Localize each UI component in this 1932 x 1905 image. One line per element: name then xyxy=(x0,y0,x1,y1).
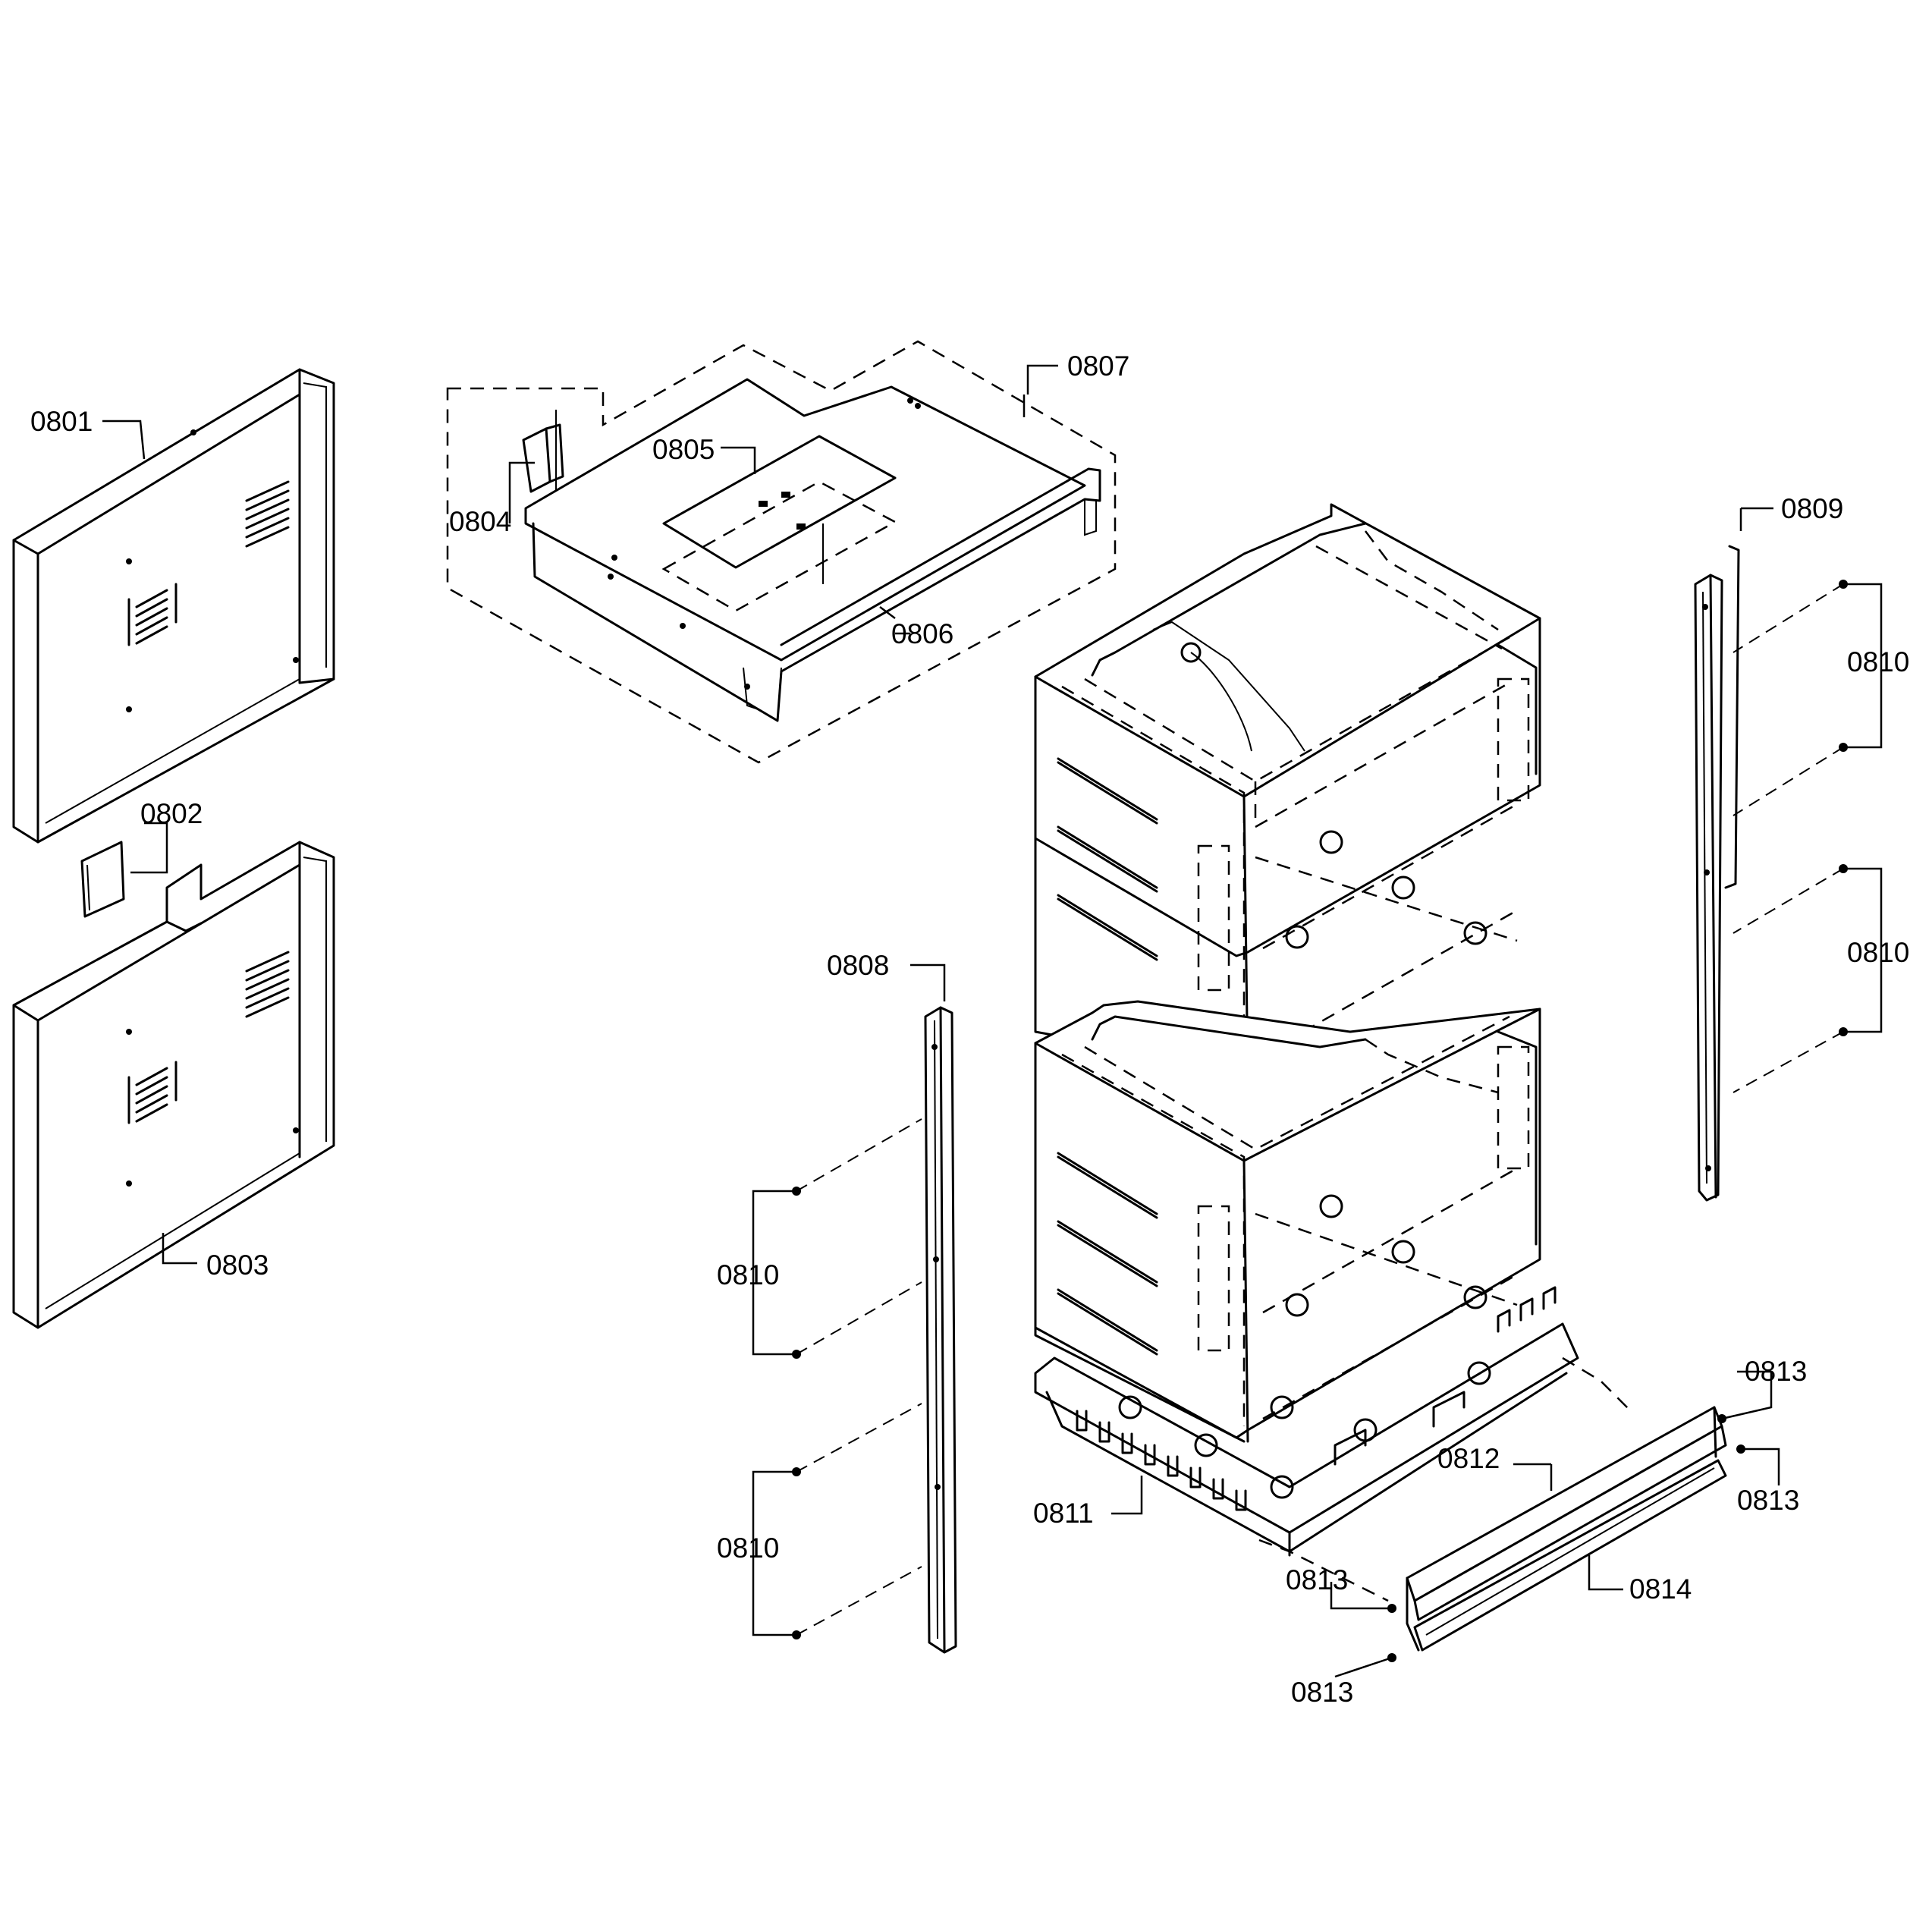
label-0814: 0814 xyxy=(1629,1573,1692,1605)
label-0808: 0808 xyxy=(827,950,889,981)
label-0810-right-lower: 0810 xyxy=(1847,937,1909,968)
part-0808-left-side-rail xyxy=(924,1006,957,1654)
oven-cavity-assembly xyxy=(1034,503,1541,1443)
part-0806-top-cover xyxy=(524,378,1101,722)
label-0813-bottom: 0813 xyxy=(1291,1677,1353,1708)
lower-cavity xyxy=(1034,1000,1541,1443)
vent-slots xyxy=(127,951,290,1124)
label-0810-left-lower: 0810 xyxy=(717,1532,779,1564)
label-0805: 0805 xyxy=(652,434,715,465)
part-0811-base-tray xyxy=(1034,1286,1632,1602)
part-0814-front-trim xyxy=(1406,1406,1727,1652)
label-0811: 0811 xyxy=(1033,1498,1094,1529)
upper-cavity xyxy=(1034,503,1541,1079)
label-0813-top-right: 0813 xyxy=(1745,1356,1807,1387)
label-0806: 0806 xyxy=(891,618,953,649)
leader-lines xyxy=(102,364,1883,1678)
vent-slots xyxy=(127,480,290,646)
label-0813-left: 0813 xyxy=(1286,1564,1348,1595)
part-0802-small-cover-plate xyxy=(80,841,125,918)
label-0801: 0801 xyxy=(30,406,93,437)
label-0803: 0803 xyxy=(206,1250,269,1281)
label-0810-right-upper: 0810 xyxy=(1847,646,1909,677)
part-0801-upper-side-panel xyxy=(12,368,335,844)
label-0807: 0807 xyxy=(1067,351,1129,382)
fasteners xyxy=(792,580,1848,1662)
label-0813-right: 0813 xyxy=(1737,1485,1799,1516)
label-0810-left-upper: 0810 xyxy=(717,1259,779,1290)
part-0805-panel-plate xyxy=(661,435,897,612)
label-0809: 0809 xyxy=(1781,493,1843,524)
part-labels: 0801 0802 0803 0804 0805 0806 0807 0808 … xyxy=(30,351,1909,1708)
part-0803-lower-side-panel xyxy=(12,841,335,1329)
part-0804-bracket xyxy=(522,410,564,493)
label-0802: 0802 xyxy=(140,798,203,829)
label-0812: 0812 xyxy=(1437,1443,1500,1474)
part-0807-top-assembly-group xyxy=(446,340,1117,764)
part-0809-right-side-rail xyxy=(1694,545,1740,1202)
label-0804: 0804 xyxy=(449,506,511,537)
